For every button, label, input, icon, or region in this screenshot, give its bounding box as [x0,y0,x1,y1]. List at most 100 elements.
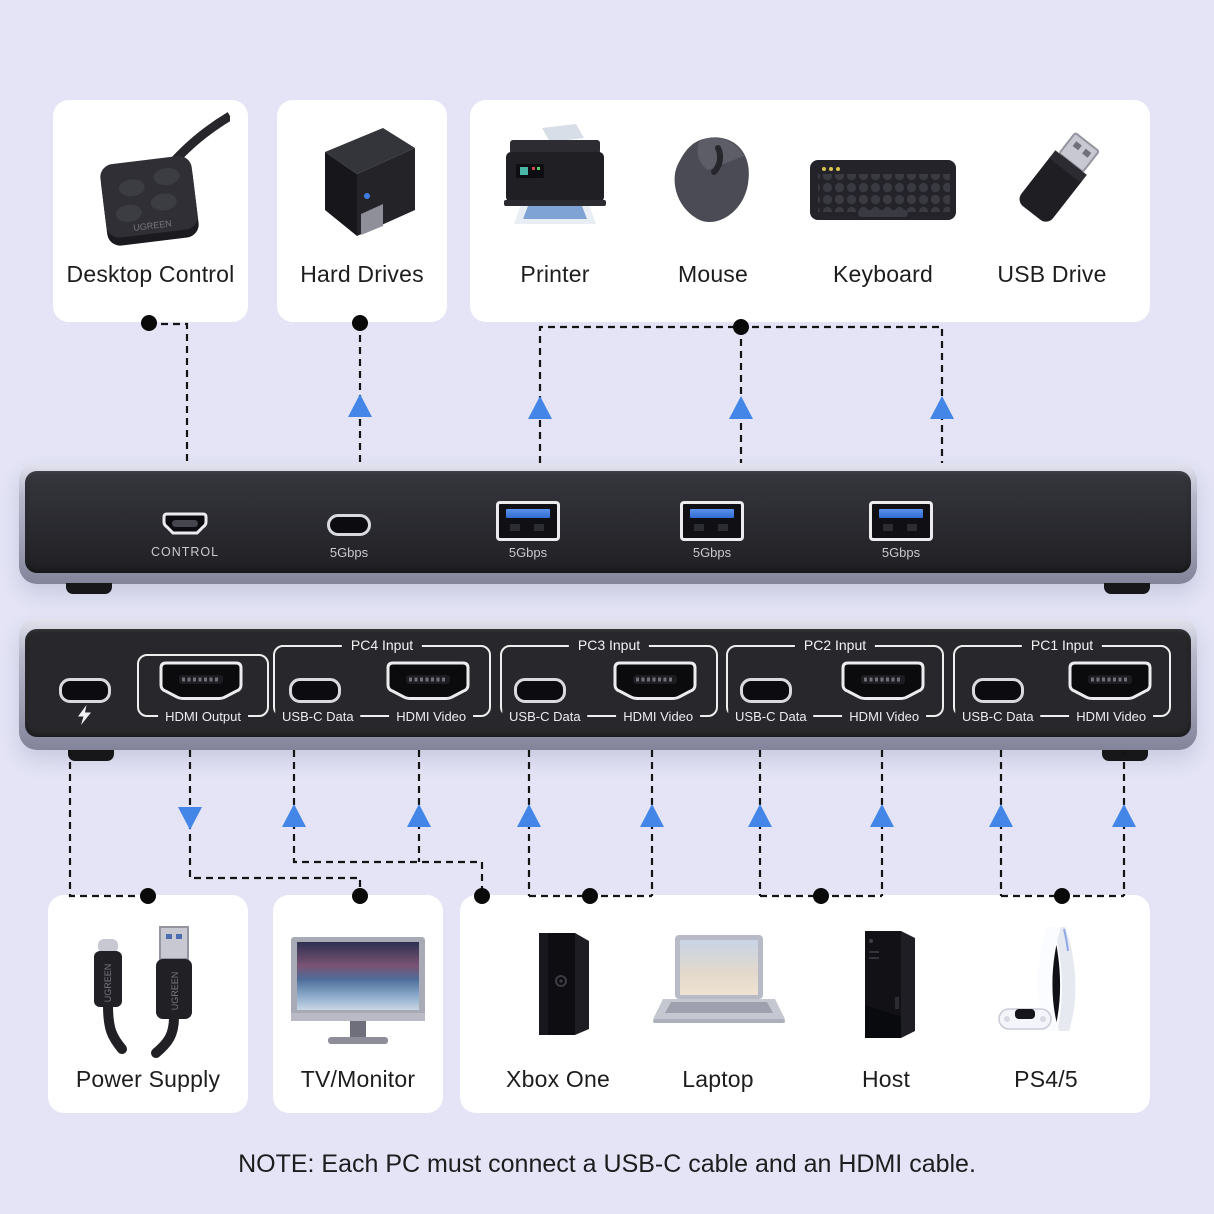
mouse-label: Mouse [677,261,749,287]
power-bolt-icon [78,705,91,725]
card-tv-monitor: TV/Monitor [273,895,443,1113]
printer-label: Printer [520,261,590,287]
pc3-input-title: PC3 Input [568,637,650,653]
front-panel-foot-right [1104,583,1150,594]
xbox-one-label: Xbox One [506,1066,610,1092]
pc1-input-group: PC1 Input USB-C Data HDMI Video [953,637,1171,724]
arrow-up-pc2-hdmi [870,804,894,827]
brand-text: UGREEN [133,218,172,233]
pc1-hdmi-label: HDMI Video [1069,709,1154,724]
line-pc2-host [758,750,884,898]
ps45-image [998,927,1076,1031]
peripheral-usb-drive: USB Drive [972,100,1132,322]
pc4-usb-c-port [289,678,341,703]
pc2-usbc-label: USB-C Data [728,709,814,724]
hdmi-output-label: HDMI Output [158,709,248,724]
usb-drive-label: USB Drive [997,261,1107,287]
pc2-usb-c-port [740,678,792,703]
pc3-usbc-label: USB-C Data [502,709,588,724]
peripheral-printer: Printer [475,100,635,322]
front-panel-foot-left [66,583,112,594]
arrow-up-pc4-usbc [282,804,306,827]
line-pc4-xbox [292,750,484,896]
power-usb-c-port [59,678,111,703]
usb-a-port-2 [680,501,744,541]
card-desktop-control: UGREEN Desktop Control [53,100,248,322]
power-supply-label: Power Supply [75,1066,221,1092]
pc4-hdmi-port [386,661,470,700]
usba2-speed-label: 5Gbps [692,545,732,560]
pc-laptop: Laptop [638,895,798,1113]
arrow-up-pc3-usbc [517,804,541,827]
arrow-up-pc4-hdmi [407,804,431,827]
pc2-input-group: PC2 Input USB-C Data HDMI Video [726,637,944,724]
usbc-speed-label: 5Gbps [329,545,369,560]
arrow-up-pc1-hdmi [1112,804,1136,827]
arrow-up-usb1 [528,396,552,419]
line-pc1-ps45 [999,750,1126,898]
usb-a-port-1 [496,501,560,541]
laptop-image [653,935,785,1023]
arrow-up-usb2 [729,396,753,419]
pc2-hdmi-label: HDMI Video [842,709,927,724]
pc3-usb-c-port [514,678,566,703]
host-tower-image [865,931,915,1038]
pc3-input-group: PC3 Input USB-C Data HDMI Video [500,637,718,724]
pc4-input-title: PC4 Input [341,637,423,653]
peripheral-mouse: Mouse [633,100,793,322]
pc-xbox-one: Xbox One [478,895,638,1113]
back-panel-foot-right [1102,750,1148,761]
pc1-hdmi-port [1068,661,1152,700]
hdmi-output-bracket: HDMI Output [137,654,269,724]
line-peripherals [538,325,944,463]
card-hard-drives: Hard Drives [277,100,447,322]
desktop-control-image: UGREEN [100,112,230,246]
laptop-label: Laptop [682,1066,754,1092]
pc4-usbc-label: USB-C Data [275,709,361,724]
pc-ps45: PS4/5 [966,895,1126,1113]
pc1-usb-c-port [972,678,1024,703]
line-pc3-laptop [527,750,654,898]
hard-drive-image [325,128,415,236]
card-power-supply: UGREEN UGREEN Power Supply [48,895,248,1113]
keyboard-label: Keyboard [832,261,934,287]
card-pcs: Xbox One Laptop [460,895,1150,1113]
pc2-hdmi-port [841,661,925,700]
arrow-up-pc3-hdmi [640,804,664,827]
tv-monitor-label: TV/Monitor [300,1066,416,1092]
mini-usb-control-port [162,512,208,535]
hard-drives-label: Hard Drives [300,261,424,287]
desktop-control-label: Desktop Control [66,261,235,287]
arrow-down-tv [178,807,202,830]
note-text: NOTE: Each PC must connect a USB-C cable… [238,1150,976,1178]
usb-a-port-3 [869,501,933,541]
hdmi-output-port [159,661,243,700]
ps45-label: PS4/5 [1014,1066,1078,1092]
arrow-up-pc2-usbc [748,804,772,827]
pc2-input-title: PC2 Input [794,637,876,653]
line-hdmi-output-tv [188,750,362,896]
control-port-label: CONTROL [150,545,220,559]
back-panel-foot-left [68,750,114,761]
power-cable-image: UGREEN UGREEN [94,926,192,1058]
arrow-up-usb3 [930,396,954,419]
usba1-speed-label: 5Gbps [508,545,548,560]
arrow-up-pc1-usbc [989,804,1013,827]
pc1-input-title: PC1 Input [1021,637,1103,653]
pc-host: Host [806,895,966,1113]
host-label: Host [861,1066,911,1092]
usb-drive-image [1019,132,1100,222]
line-desktop-control [149,322,189,463]
mouse-image [674,137,749,223]
xbox-one-image [539,933,589,1035]
switch-front-face [25,471,1191,573]
arrow-up-hard-drives [348,394,372,417]
brand-text: UGREEN [103,964,113,1003]
usb-c-5gbps-port [327,514,371,536]
usba3-speed-label: 5Gbps [881,545,921,560]
peripheral-keyboard: Keyboard [803,100,963,322]
tv-monitor-image [291,937,425,1044]
printer-image [504,124,606,224]
pc3-hdmi-label: HDMI Video [616,709,701,724]
